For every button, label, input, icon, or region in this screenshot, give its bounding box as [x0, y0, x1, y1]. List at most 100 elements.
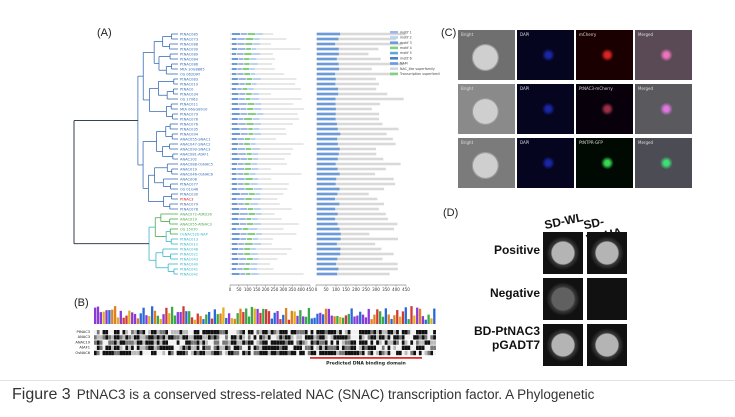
alignment-cell — [128, 335, 131, 340]
alignment-cell — [424, 330, 428, 335]
logo-column — [282, 314, 285, 324]
alignment-cell — [239, 330, 243, 335]
logo-column — [353, 316, 356, 324]
alignment-cell — [216, 335, 220, 340]
taxon-label: PtNAC076 — [180, 123, 199, 127]
alignment-cell — [213, 330, 217, 335]
alignment-cell — [119, 330, 123, 335]
taxon-label: PtNAC3 — [180, 198, 193, 202]
alignment-cell — [210, 345, 214, 350]
alignment-cell — [239, 335, 243, 340]
alignment-cell — [361, 350, 365, 356]
alignment-cell — [313, 345, 317, 350]
domain-nam — [317, 137, 338, 141]
alignment-cell — [404, 330, 408, 335]
logo-column — [222, 307, 225, 324]
logo-column — [116, 317, 120, 324]
micrograph-1-2: DAPI — [517, 30, 574, 80]
legend-swatch — [390, 57, 398, 60]
alignment-cell — [302, 340, 305, 345]
alignment-cell — [359, 335, 362, 340]
alignment-cell — [131, 330, 134, 335]
logo-column — [219, 313, 222, 324]
yeast-spot-3-1 — [543, 324, 583, 366]
alignment-cell — [119, 350, 123, 356]
taxon-label: MtA 10G8865 — [180, 68, 205, 72]
alignment-cell — [170, 340, 174, 345]
sequence-name: OsNAC6 — [75, 351, 90, 355]
alignment-cell — [176, 340, 180, 345]
alignment-cell — [430, 350, 434, 356]
alignment-cell — [179, 345, 183, 350]
motif-box — [232, 218, 239, 220]
logo-column — [339, 316, 342, 324]
motif-box — [240, 158, 247, 160]
alignment-cell — [247, 335, 251, 340]
alignment-cell — [310, 330, 314, 335]
motif-box — [250, 143, 256, 145]
domain-bar — [316, 172, 375, 176]
alignment-cell — [401, 330, 405, 335]
alignment-cell — [387, 330, 391, 335]
alignment-cell — [108, 350, 112, 356]
alignment-cell — [108, 340, 112, 345]
motif-box — [232, 233, 240, 235]
motif-box — [232, 223, 239, 225]
domain-bar — [316, 267, 398, 271]
domain-bar — [316, 112, 380, 116]
alignment-cell — [205, 340, 208, 345]
alignment-cell — [202, 350, 206, 356]
motif-box — [232, 48, 237, 50]
alignment-cell — [290, 330, 294, 335]
alignment-cell — [156, 335, 160, 340]
logo-column — [199, 316, 202, 324]
motif-box — [247, 108, 254, 110]
alignment-cell — [208, 335, 211, 340]
logo-column — [330, 315, 333, 324]
alignment-cell — [341, 340, 345, 345]
motif-box — [247, 113, 256, 115]
micrograph-1-4: Merged — [635, 30, 692, 80]
alignment-cell — [376, 335, 379, 340]
alignment-cell — [393, 340, 397, 345]
domain-bar — [316, 107, 372, 111]
alignment-cell — [185, 330, 188, 335]
motif-box — [256, 113, 264, 115]
domain-bar — [316, 92, 388, 96]
domain-nam — [317, 82, 336, 86]
alignment-cell — [230, 330, 234, 335]
motif-box — [256, 213, 262, 215]
taxon-label: ANAC090-SNAC3 — [180, 148, 210, 152]
axis-tick-label: 300 — [372, 287, 380, 292]
alignment-cell — [262, 335, 265, 340]
motif-box — [237, 73, 244, 75]
logo-column — [262, 308, 265, 324]
motif-box — [245, 38, 254, 40]
logo-column — [142, 307, 145, 324]
motif-box — [244, 183, 250, 185]
alignment-cell — [239, 340, 243, 345]
alignment-cell — [139, 340, 143, 345]
alignment-cell — [162, 350, 166, 356]
motif-box — [232, 63, 238, 65]
alignment-cell — [416, 340, 419, 345]
motif-box — [255, 193, 260, 195]
domain-bar — [316, 167, 386, 171]
alignment-cell — [105, 330, 109, 335]
motif-box — [240, 238, 246, 240]
alignment-cell — [393, 330, 397, 335]
alignment-cell — [148, 345, 151, 350]
alignment-cell — [327, 345, 331, 350]
taxon-label: PtNAC019 — [180, 83, 199, 87]
taxon-label: OsNAC52b-NAP — [180, 233, 209, 237]
alignment-cell — [282, 330, 285, 335]
alignment-cell — [245, 330, 248, 335]
alignment-cell — [179, 350, 183, 356]
alignment-cell — [313, 350, 317, 356]
motif-box — [245, 178, 253, 180]
alignment-cell — [287, 335, 291, 340]
alignment-cell — [304, 345, 308, 350]
legend-swatch — [390, 51, 398, 55]
alignment-cell — [276, 345, 280, 350]
alignment-cell — [136, 335, 140, 340]
